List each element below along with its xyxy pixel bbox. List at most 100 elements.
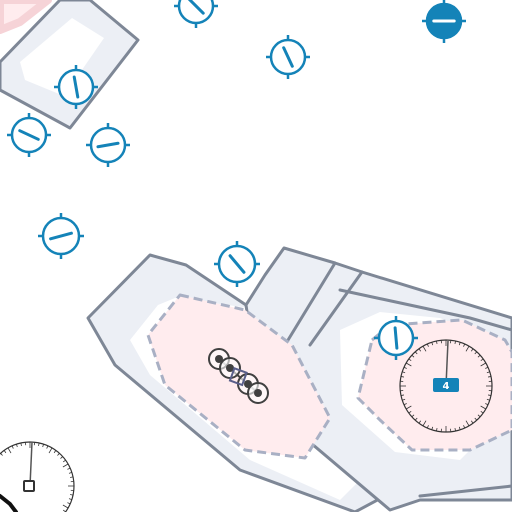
crosshair-marker-icon[interactable] [38,213,84,259]
ticks-left-tick-48 [38,442,40,446]
path-bottom-left [0,494,18,512]
gauge-bottom-left-ticks [0,442,74,512]
ticks-left-tick-40 [3,450,7,454]
ticks-left-tick-6 [62,504,69,509]
node-1-center [215,355,223,363]
ticks-left-tick-52 [53,450,57,454]
marker-1-bar [187,0,205,15]
ticks-right-tick-58 [486,371,490,374]
zone-right-divider-1 [283,261,337,347]
ticks-left-tick-39 [0,453,3,456]
ticks-left-tick-55 [62,459,66,463]
ticks-right-tick-33 [400,376,405,378]
ticks-right-tick-7 [480,410,484,414]
ticks-right-tick-29 [400,394,405,396]
ticks-left-tick-57 [67,467,71,470]
marker-8-bar [228,254,246,274]
ticks-right-tick-57 [485,366,489,369]
node-2-center [226,364,234,372]
zone-top-left-inner [20,18,104,96]
ticks-right-tick-23 [414,417,418,421]
marker-5-bar [18,129,40,141]
ticks-left-tick-58 [68,472,72,474]
ticks-left-tick-43 [16,444,18,448]
ticks-right-tick-37 [408,358,412,362]
gauge-bottom-left-badge[interactable] [23,480,35,492]
crosshair-marker-icon[interactable] [54,65,98,109]
ticks-right-tick-56 [480,362,487,367]
ticks-right-tick-22 [418,420,422,424]
ticks-left-tick-44 [20,442,22,446]
square-marker-icon[interactable] [228,367,248,387]
marker-4-bar [72,75,80,99]
ticks-left-tick-51 [48,447,53,454]
ticks-left-tick-49 [42,444,44,448]
marker-7-bar [49,231,73,241]
marker-1-ring [177,0,215,25]
crosshair-marker-icon[interactable] [86,123,130,167]
ticks-right-tick-5 [485,403,489,406]
marker-layer [7,0,466,360]
zone-top-left [0,0,140,130]
ticks-right-tick-28 [402,398,406,401]
ticks-right-tick-40 [418,348,422,352]
ticks-right-tick-38 [411,354,415,358]
node-4-center [254,389,262,397]
ticks-left-tick-59 [70,476,74,478]
ticks-right-tick-49 [458,342,461,346]
ticks-left-tick-5 [67,502,71,505]
ticks-right-tick-41 [422,345,427,352]
zone-right-divider-4 [418,484,512,498]
ticks-right-tick-8 [477,414,481,418]
ticks-left-tick-4 [68,498,72,500]
zone-right-divider-3 [338,288,512,332]
gauge-bottom-left-needle [29,441,33,487]
ticks-left-tick-54 [60,456,63,459]
ticks-right-tick-25 [408,410,412,414]
ticks-left-tick-56 [62,463,69,468]
ticks-right-tick-39 [414,351,418,355]
marker-9-bar [393,326,399,350]
gauge-right-badge-label: 4 [443,381,450,392]
ticks-right-tick-13 [458,426,461,430]
ticks-right-tick-42 [426,343,429,347]
ticks-right-tick-50 [463,343,466,347]
marker-3-bar [282,46,294,68]
ticks-right-tick-11 [465,420,470,427]
ticks-left-tick-50 [46,445,49,449]
ticks-right-tick-26 [405,405,412,410]
ticks-right-tick-10 [470,420,474,424]
ticks-right-tick-18 [436,427,438,432]
gauge-right: 4 [399,339,493,433]
ticks-right-tick-19 [431,426,434,430]
ticks-right-tick-44 [436,340,438,345]
gauge-bottom-left [0,441,75,512]
ticks-right-tick-59 [487,376,492,378]
zone-top-left-highlight [0,0,52,34]
crosshair-marker-filled-icon[interactable] [422,0,466,43]
ticks-right-tick-43 [431,342,434,346]
ticks-right-tick-21 [422,420,427,427]
crosshair-marker-icon[interactable] [214,241,260,287]
gauge-right-badge[interactable] [433,378,459,392]
ticks-right-tick-54 [477,354,481,358]
ticks-right-tick-27 [403,403,407,406]
marker-6-bar [96,141,120,149]
ticks-right-tick-4 [486,398,490,401]
ticks-right-tick-48 [454,340,456,345]
crosshair-marker-icon[interactable] [174,0,218,28]
ticks-left-tick-42 [11,445,14,449]
ticks-right-tick-55 [480,358,484,362]
ticks-right-tick-53 [474,351,478,355]
crosshair-marker-icon[interactable] [7,113,51,157]
node-chain [208,348,269,404]
ticks-right-tick-3 [487,394,492,396]
ticks-right-tick-9 [474,417,478,421]
ticks-left-tick-41 [7,447,12,454]
crosshair-marker-icon[interactable] [266,35,310,79]
ticks-right-tick-14 [454,427,456,432]
ticks-right-tick-24 [411,414,415,418]
crosshair-marker-icon[interactable] [374,316,418,360]
ticks-right-tick-12 [463,425,466,429]
